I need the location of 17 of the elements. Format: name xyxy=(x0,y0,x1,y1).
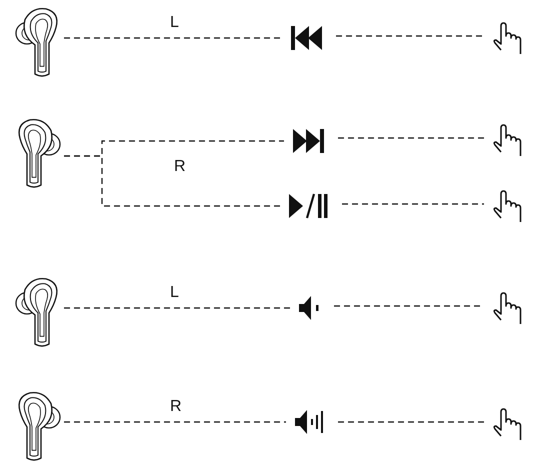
dashed-connector xyxy=(64,307,290,309)
hand-icon xyxy=(492,292,522,326)
next-track-icon xyxy=(292,128,326,154)
dashed-connector xyxy=(64,37,282,39)
dashed-connector xyxy=(64,155,280,207)
previous-track-icon xyxy=(290,25,324,51)
dashed-connector xyxy=(338,421,484,423)
hand-icon xyxy=(492,124,522,158)
hand-icon xyxy=(492,22,522,56)
dashed-connector xyxy=(64,421,286,423)
hand-icon xyxy=(492,190,522,224)
dashed-connector xyxy=(338,137,484,139)
play-pause-icon xyxy=(288,193,330,219)
dashed-connector xyxy=(336,35,484,37)
hand-icon xyxy=(492,408,522,442)
dashed-connector xyxy=(342,203,484,205)
volume-up-icon xyxy=(294,409,326,435)
